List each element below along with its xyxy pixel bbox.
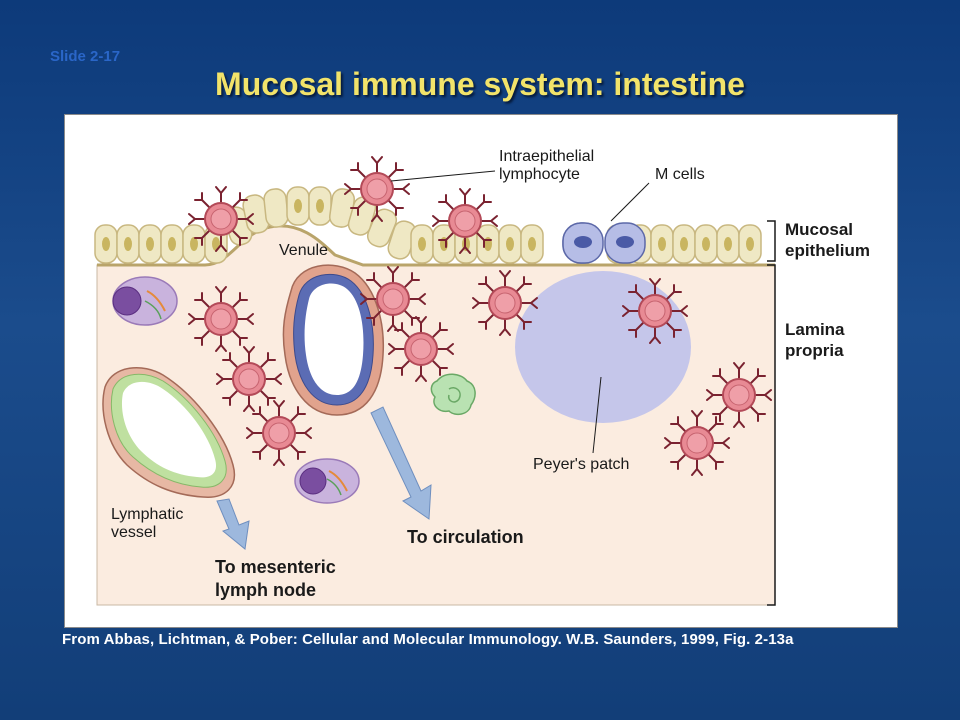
slide-title: Mucosal immune system: intestine xyxy=(215,66,745,102)
plasma-cell-2 xyxy=(294,458,360,504)
arrow-to-circulation xyxy=(370,406,432,520)
label-intraepithelial: Intraepithelial xyxy=(499,148,594,165)
venule xyxy=(282,264,385,416)
citation: From Abbas, Lichtman, & Pober: Cellular … xyxy=(62,631,794,648)
macrophage xyxy=(430,373,476,416)
label-vessel: vessel xyxy=(111,524,156,541)
label-epithelium: epithelium xyxy=(785,241,870,260)
label-propria: propria xyxy=(785,341,844,360)
epithelial-cells xyxy=(94,186,762,264)
plasma-cell xyxy=(112,276,178,326)
label-lymph-node: lymph node xyxy=(215,580,316,600)
slide-number: Slide 2-17 xyxy=(50,48,121,65)
label-venule: Venule xyxy=(279,242,328,259)
label-to-circulation: To circulation xyxy=(407,527,524,547)
lymphatic-vessel xyxy=(102,367,236,498)
leader-lines xyxy=(390,170,650,454)
diagram-figure: Intraepithelial lymphocyte M cells Mucos… xyxy=(94,148,870,606)
label-m-cells: M cells xyxy=(655,166,705,183)
label-peyers-patch: Peyer's patch xyxy=(533,456,629,473)
label-lamina: Lamina xyxy=(785,320,845,339)
arrow-to-lymph-node xyxy=(216,498,250,550)
layer-brackets xyxy=(767,220,776,606)
label-to-mesenteric: To mesenteric xyxy=(215,557,336,577)
m-cell-pair xyxy=(562,222,646,264)
label-lymphatic: Lymphatic xyxy=(111,506,183,523)
diagram-panel: Intraepithelial lymphocyte M cells Mucos… xyxy=(64,114,898,628)
label-mucosal: Mucosal xyxy=(785,220,853,239)
label-lymphocyte: lymphocyte xyxy=(499,166,580,183)
peyers-patch xyxy=(515,271,691,423)
